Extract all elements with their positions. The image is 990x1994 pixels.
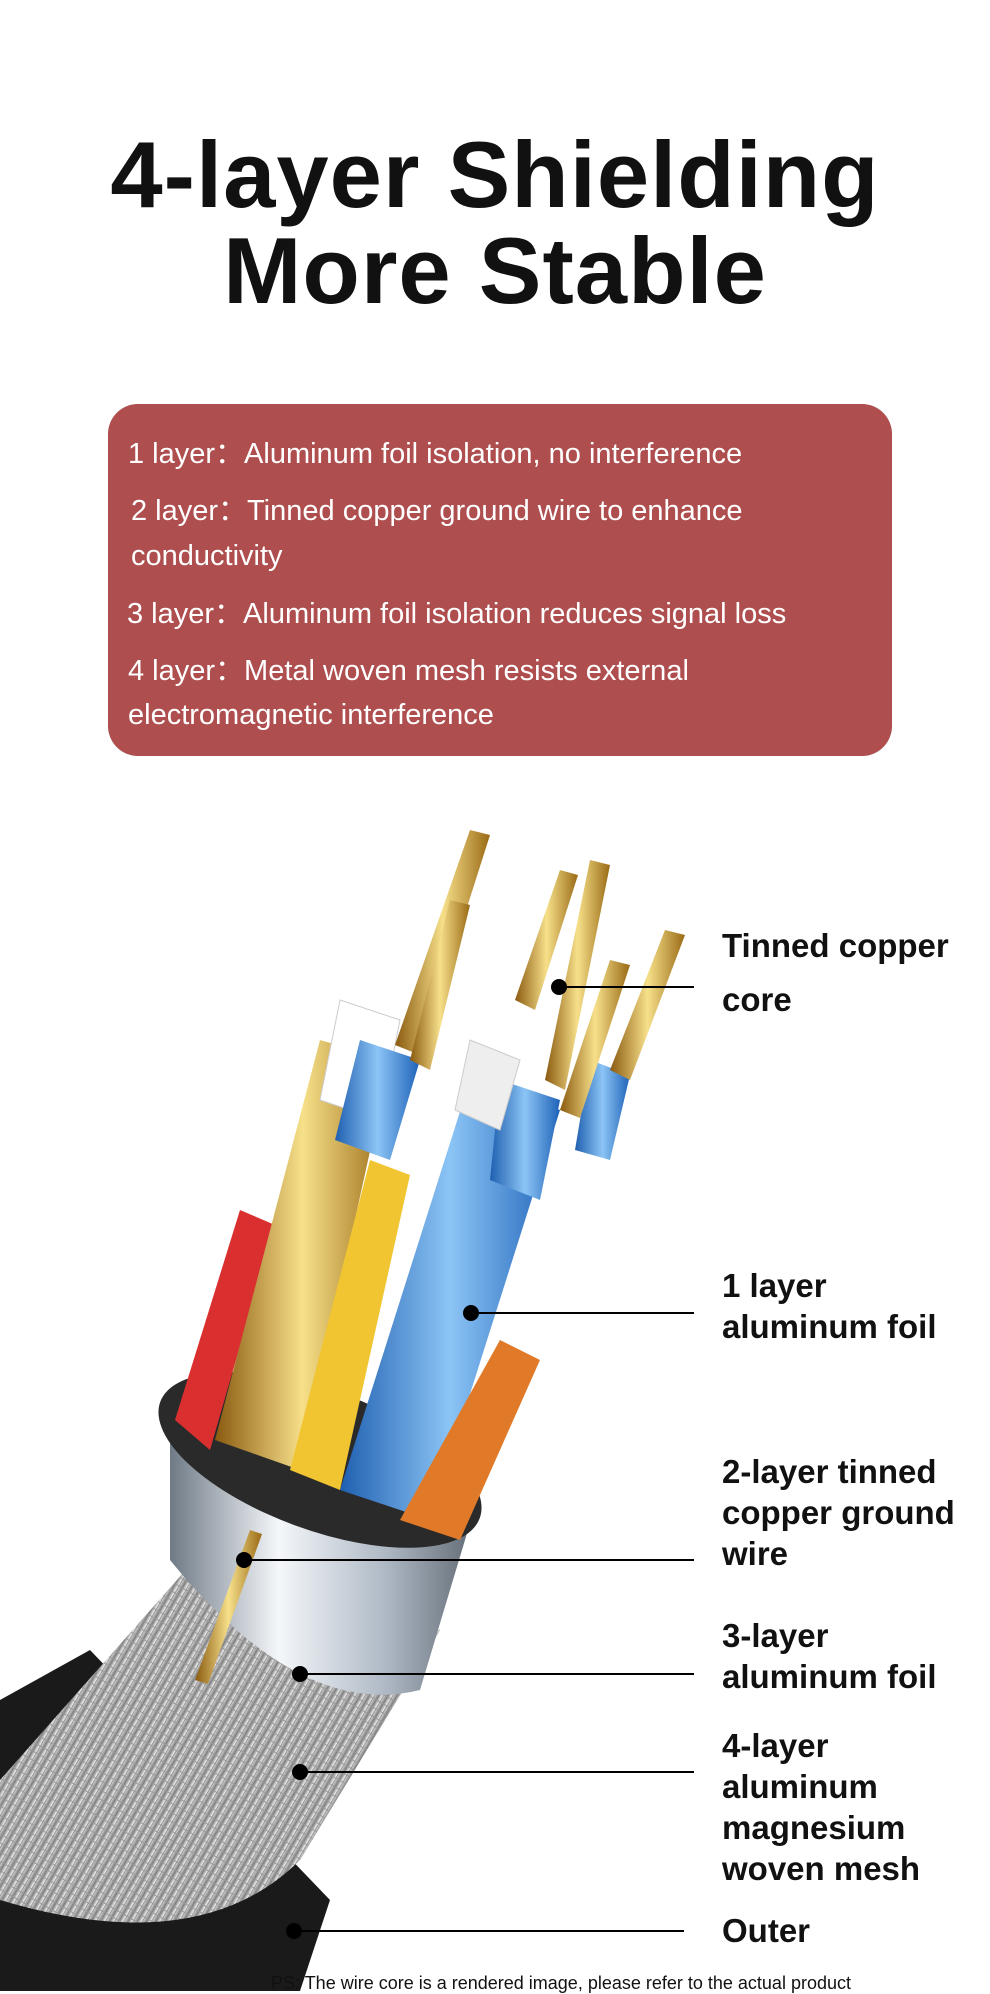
layer-description-box xyxy=(108,404,892,756)
layer-3-text: 3 layer：Aluminum foil isolation reduces … xyxy=(127,598,787,630)
layer-4-text-cont: electromagnetic interference xyxy=(128,699,494,731)
callout-core-line2: core xyxy=(722,981,792,1018)
callout-foil1-line2: aluminum foil xyxy=(722,1308,937,1345)
callout-mesh-line3: magnesium xyxy=(722,1809,906,1846)
callout-ground-line3: wire xyxy=(722,1535,789,1572)
callout-mesh-line4: woven mesh xyxy=(722,1850,921,1887)
layer-1-text: 1 layer：Aluminum foil isolation, no inte… xyxy=(128,438,743,470)
layer-2-text: 2 layer：Tinned copper ground wire to enh… xyxy=(131,495,743,527)
callout-ground-line2: copper ground xyxy=(722,1494,955,1531)
cable-illustration xyxy=(0,830,694,1991)
disclaimer-note: PS: The wire core is a rendered image, p… xyxy=(271,1973,851,1993)
callout-mesh-line1: 4-layer xyxy=(722,1727,829,1764)
wire-pairs xyxy=(175,999,630,1540)
title-line-2: More Stable xyxy=(223,218,767,323)
callout-foil1: 1 layer aluminum foil xyxy=(722,1265,937,1347)
callout-mesh-line2: aluminum xyxy=(722,1768,878,1805)
title-line-1: 4-layer Shielding xyxy=(110,122,880,227)
callout-ground-line1: 2-layer tinned xyxy=(722,1453,937,1490)
callout-foil3-line1: 3-layer xyxy=(722,1617,829,1654)
layer-2-text-cont: conductivity xyxy=(131,540,283,572)
callout-ground: 2-layer tinned copper ground wire xyxy=(722,1451,955,1574)
copper-cores xyxy=(195,830,685,1684)
callout-mesh: 4-layer aluminum magnesium woven mesh xyxy=(722,1725,920,1889)
layer-4-text: 4 layer：Metal woven mesh resists externa… xyxy=(128,655,689,687)
callout-outer-line1: Outer xyxy=(722,1912,811,1949)
callout-core-line1: Tinned copper xyxy=(722,927,949,964)
callout-lines xyxy=(244,986,694,1932)
callout-outer: Outer xyxy=(722,1910,810,1951)
callout-dots xyxy=(236,979,567,1939)
callout-foil3: 3-layer aluminum foil xyxy=(722,1615,937,1697)
callout-core: Tinned copper core xyxy=(722,925,949,1020)
callout-foil3-line2: aluminum foil xyxy=(722,1658,937,1695)
callout-foil1-line1: 1 layer xyxy=(722,1267,827,1304)
